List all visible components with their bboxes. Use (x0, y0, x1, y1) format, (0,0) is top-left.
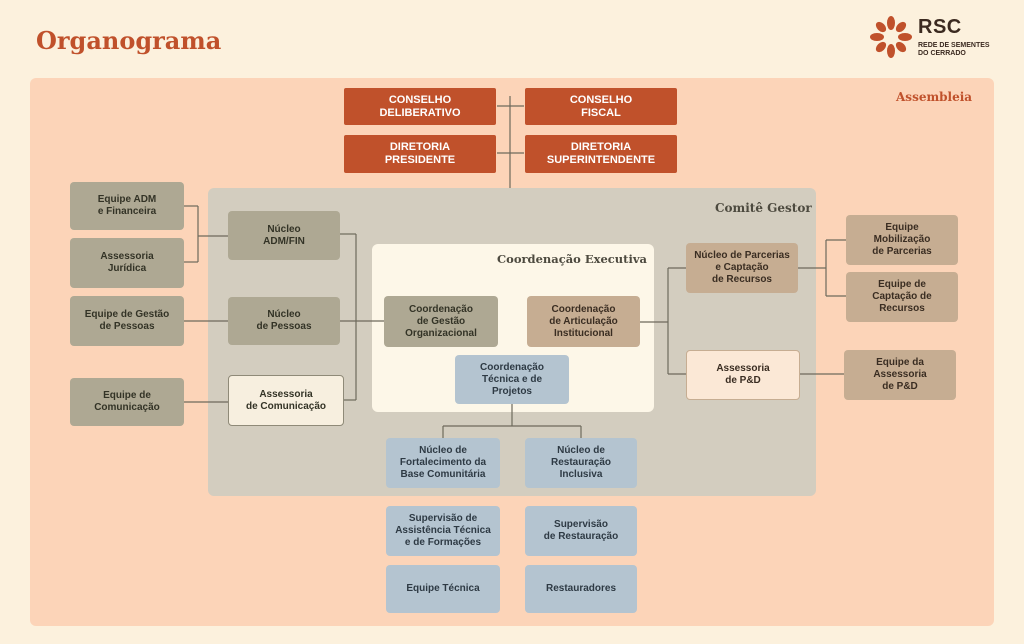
coordenacao-executiva-label: Coordenação Executiva (497, 252, 647, 266)
equipe-assessoria-pd-box: Equipe da Assessoria de P&D (844, 350, 956, 400)
nucleo-restauracao-inclusiva-box: Núcleo de Restauração Inclusiva (525, 438, 637, 488)
equipe-tecnica-box: Equipe Técnica (386, 565, 500, 613)
logo-short-name: RSC (918, 16, 962, 38)
logo-full-name: Rede de sementes do Cerrado (918, 42, 990, 57)
restauradores-box: Restauradores (525, 565, 637, 613)
coordenacao-tecnica-projetos-box: Coordenação Técnica e de Projetos (455, 355, 569, 404)
coordenacao-articulacao-institucional-box: Coordenação de Articulação Institucional (527, 296, 640, 347)
nucleo-adm-fin-box: Núcleo ADM/FIN (228, 211, 340, 260)
conselho-deliberativo-box: CONSELHO DELIBERATIVO (344, 88, 496, 125)
comite-gestor-label: Comitê Gestor (715, 201, 812, 215)
equipe-gestao-pessoas-box: Equipe de Gestão de Pessoas (70, 296, 184, 346)
conselho-fiscal-box: CONSELHO FISCAL (525, 88, 677, 125)
diretoria-presidente-box: DIRETORIA PRESIDENTE (344, 135, 496, 173)
nucleo-parcerias-box: Núcleo de Parcerias e Captação de Recurs… (686, 243, 798, 293)
diretoria-superintendente-box: DIRETORIA SUPERINTENDENTE (525, 135, 677, 173)
equipe-mobilizacao-parcerias-box: Equipe Mobilização de Parcerias (846, 215, 958, 265)
assembleia-label: Assembleia (896, 90, 973, 104)
assessoria-pd-box: Assessoria de P&D (686, 350, 800, 400)
supervisao-assistencia-tecnica-box: Supervisão de Assistência Técnica e de F… (386, 506, 500, 556)
supervisao-restauracao-box: Supervisão de Restauração (525, 506, 637, 556)
equipe-comunicacao-box: Equipe de Comunicação (70, 378, 184, 426)
nucleo-pessoas-box: Núcleo de Pessoas (228, 297, 340, 345)
equipe-adm-financeira-box: Equipe ADM e Financeira (70, 182, 184, 230)
assessoria-juridica-box: Assessoria Jurídica (70, 238, 184, 288)
page-title: Organograma (36, 26, 222, 55)
equipe-captacao-recursos-box: Equipe de Captação de Recursos (846, 272, 958, 322)
assessoria-comunicacao-box: Assessoria de Comunicação (228, 375, 344, 426)
coordenacao-gestao-organizacional-box: Coordenação de Gestão Organizacional (384, 296, 498, 347)
rsc-logo: RSC Rede de sementes do Cerrado (868, 14, 998, 64)
nucleo-fortalecimento-base-box: Núcleo de Fortalecimento da Base Comunit… (386, 438, 500, 488)
seed-flower-icon (870, 16, 912, 58)
